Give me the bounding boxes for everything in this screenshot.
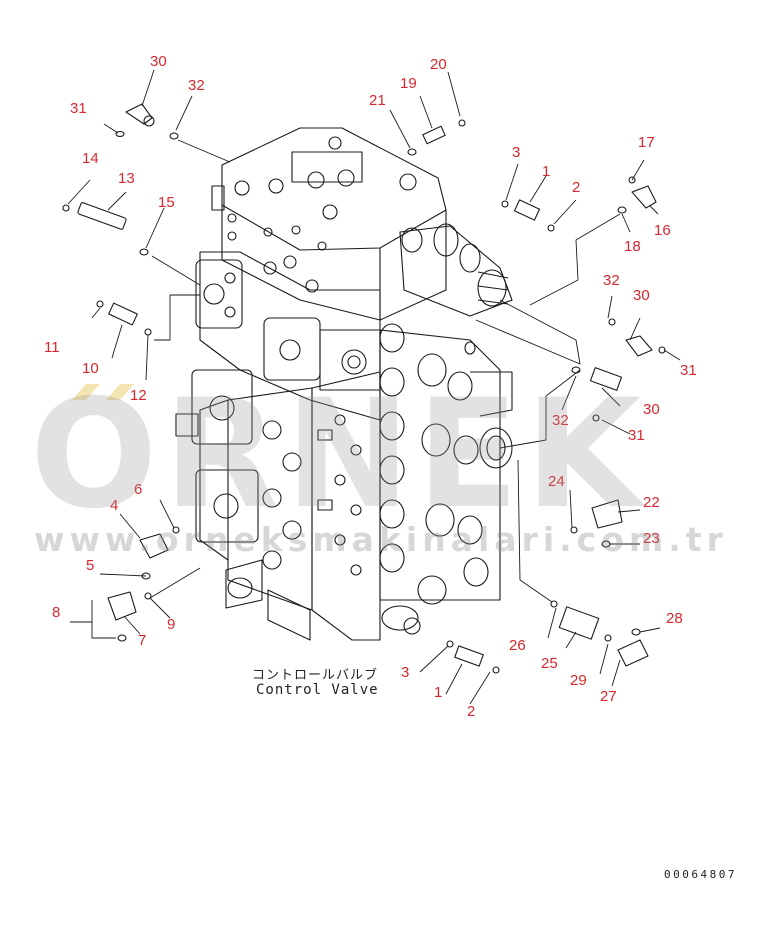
callout-12: 12 xyxy=(130,387,147,404)
callout-32: 32 xyxy=(188,77,205,94)
callout-26: 26 xyxy=(509,637,526,654)
callout-1-b: 1 xyxy=(434,684,442,701)
callout-9: 9 xyxy=(167,616,175,633)
caption-english: Control Valve xyxy=(256,682,379,698)
callout-31-c: 31 xyxy=(628,427,645,444)
callout-16: 16 xyxy=(654,222,671,239)
callout-15: 15 xyxy=(158,194,175,211)
callout-1: 1 xyxy=(542,163,550,180)
callout-27: 27 xyxy=(600,688,617,705)
callout-4: 4 xyxy=(110,497,118,514)
callout-22: 22 xyxy=(643,494,660,511)
valve-main-body xyxy=(199,371,381,641)
callout-23: 23 xyxy=(643,530,660,547)
callout-28: 28 xyxy=(666,610,683,627)
callout-14: 14 xyxy=(82,150,99,167)
callout-11: 11 xyxy=(44,339,60,356)
leader-lines xyxy=(67,69,681,705)
callout-10: 10 xyxy=(82,360,99,377)
valve-mid-section xyxy=(195,251,381,421)
callout-25: 25 xyxy=(541,655,558,672)
callout-6: 6 xyxy=(134,481,142,498)
spool-stack-right xyxy=(379,323,513,635)
callout-32-b: 32 xyxy=(603,272,620,289)
callout-17: 17 xyxy=(638,134,655,151)
callout-19: 19 xyxy=(400,75,417,92)
spool-upper xyxy=(399,223,513,317)
callout-24: 24 xyxy=(548,473,565,490)
callout-32-c: 32 xyxy=(552,412,569,429)
callout-18: 18 xyxy=(624,238,641,255)
callout-7: 7 xyxy=(138,632,146,649)
callout-8: 8 xyxy=(52,604,60,621)
callout-31-b: 31 xyxy=(680,362,697,379)
valve-top-block xyxy=(211,127,447,321)
callout-3-b: 3 xyxy=(401,664,409,681)
callout-20: 20 xyxy=(430,56,447,73)
callout-5: 5 xyxy=(86,557,94,574)
callout-30-c: 30 xyxy=(643,401,660,418)
callout-31: 31 xyxy=(70,100,87,117)
callout-29: 29 xyxy=(570,672,587,689)
callout-30: 30 xyxy=(150,53,167,70)
callout-3: 3 xyxy=(512,144,520,161)
callout-21: 21 xyxy=(369,92,386,109)
callout-2: 2 xyxy=(572,179,580,196)
callout-2-b: 2 xyxy=(467,703,475,720)
callout-13: 13 xyxy=(118,170,135,187)
valve-left-plates xyxy=(175,369,302,609)
drawing-number: 00064807 xyxy=(664,868,737,881)
caption-japanese: コントロールバルブ xyxy=(252,668,379,683)
callout-numbers: 30 32 31 21 19 20 14 13 15 3 1 2 17 18 1… xyxy=(44,53,697,720)
callout-30-b: 30 xyxy=(633,287,650,304)
